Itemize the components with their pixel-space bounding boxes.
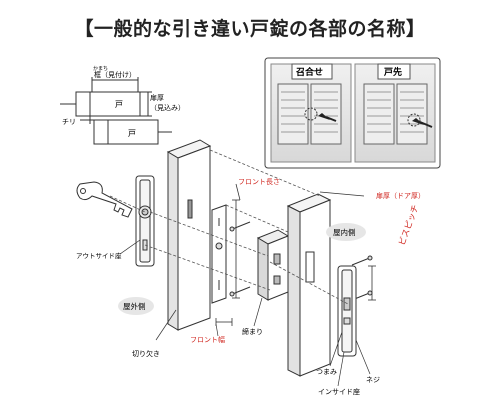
label-door-thickness: 扉厚（ドア厚）: [376, 191, 425, 200]
inset-thickness-label: 扉厚: [150, 93, 164, 102]
label-outside-seat: アウトサイド座: [76, 251, 122, 260]
inset-frame-label: 框（見付け）: [94, 70, 136, 79]
outside-escutcheon: [135, 175, 155, 267]
indoor-stile: [286, 193, 332, 377]
label-tightening: 締まり: [242, 327, 263, 336]
label-screw: ネジ: [366, 376, 380, 384]
label-bubbles: [118, 223, 366, 315]
photo-left-tag: 召合せ: [296, 66, 323, 78]
label-cutout: 切り欠き: [132, 349, 160, 358]
label-indoor-side: 屋内側: [333, 227, 356, 237]
page-title: 【一般的な引き違い戸錠の各部の名称】: [74, 18, 426, 40]
label-front-length: フロント長さ: [238, 178, 280, 186]
photo-right-tag: 戸先: [384, 66, 402, 78]
label-front-width: フロント幅: [190, 335, 225, 344]
front-plate: [211, 204, 227, 304]
inset-thickness-sub-label: （見込み）: [150, 103, 185, 112]
inset-door-glyph-upper: 戸: [115, 100, 123, 109]
key-illustration: [76, 181, 133, 218]
photo-meeting-rail: [270, 63, 352, 163]
label-outdoor-side: 屋外側: [123, 301, 146, 311]
inset-kamachi-label: かまち: [93, 65, 108, 72]
photo-panel: 召合せ 戸先: [264, 57, 441, 169]
inset-chiri-label: チリ: [62, 118, 76, 126]
leader-lines: [119, 239, 371, 387]
lock-body: [256, 229, 290, 301]
screws: [229, 221, 373, 301]
photo-door-edge: [354, 63, 436, 163]
cross-section-inset: [60, 77, 172, 145]
outdoor-stile: [166, 139, 223, 331]
label-backset: ビスピッチ: [397, 204, 421, 247]
label-knob: つまみ: [316, 368, 337, 376]
inset-door-glyph-lower: 戸: [128, 129, 136, 138]
label-inside-seat: インサイド座: [318, 387, 360, 396]
inside-escutcheon: [337, 265, 357, 357]
